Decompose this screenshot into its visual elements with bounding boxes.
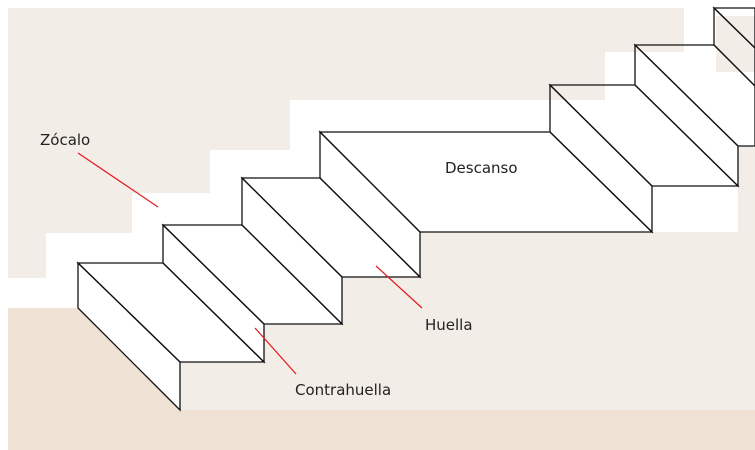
riser-7 <box>713 6 755 87</box>
zocalo-leader <box>77 152 159 208</box>
zocalo-label: Zócalo <box>40 131 90 149</box>
riser-1 <box>77 261 181 412</box>
riser-3 <box>241 176 343 326</box>
riser-6 <box>634 43 739 188</box>
riser-4 <box>319 130 421 279</box>
contrahuella-label: Contrahuella <box>295 381 391 399</box>
riser-5 <box>549 83 653 234</box>
huella-leader <box>375 265 423 309</box>
descanso-label: Descanso <box>445 159 518 177</box>
riser-2 <box>162 223 265 364</box>
contrahuella-leader <box>254 327 297 375</box>
floor-band <box>8 308 755 450</box>
huella-label: Huella <box>425 316 473 334</box>
baseboard-band <box>8 16 755 410</box>
